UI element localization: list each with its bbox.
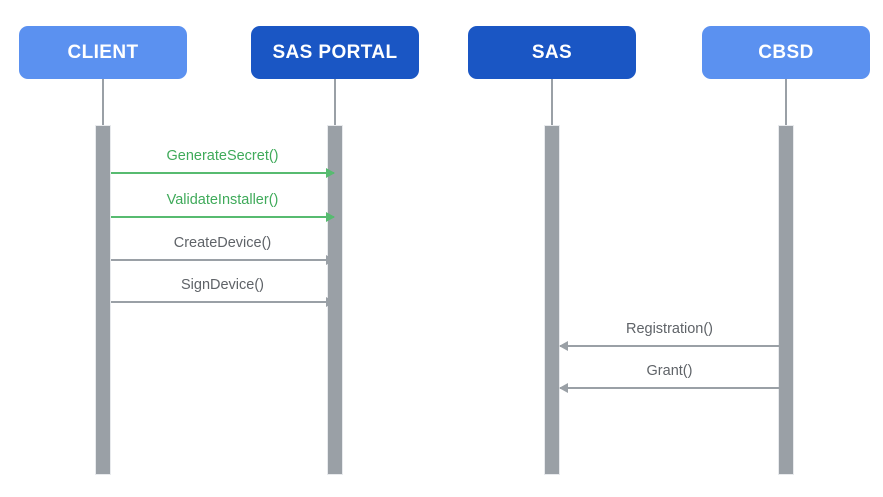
message-line xyxy=(560,387,779,389)
message-line xyxy=(111,301,334,303)
activation-bar-client xyxy=(95,125,111,475)
message-line xyxy=(111,172,334,174)
arrow-head-icon xyxy=(559,340,568,351)
activation-bar-cbsd xyxy=(778,125,794,475)
lifeline-cbsd xyxy=(785,79,787,125)
message-label: SignDevice() xyxy=(181,277,264,294)
participant-label-sas: SAS xyxy=(531,42,573,63)
activation-bar-sas xyxy=(544,125,560,475)
arrow-head-icon xyxy=(326,296,335,307)
participant-box-sas[interactable]: SAS xyxy=(468,26,636,79)
participant-box-sas-portal[interactable]: SAS PORTAL xyxy=(251,26,419,79)
participant-label-client: CLIENT xyxy=(67,42,139,63)
participant-label-sas-portal: SAS PORTAL xyxy=(272,42,398,63)
message-line xyxy=(111,216,334,218)
participant-box-client[interactable]: CLIENT xyxy=(19,26,187,79)
message-line xyxy=(111,259,334,261)
lifeline-sas xyxy=(551,79,553,125)
message-label: Grant() xyxy=(646,363,693,380)
arrow-head-icon xyxy=(326,211,335,222)
arrow-head-icon xyxy=(559,382,568,393)
lifeline-sas-portal xyxy=(334,79,336,125)
message-label: Registration() xyxy=(625,321,714,338)
message-label: GenerateSecret() xyxy=(166,148,279,165)
participant-label-cbsd: CBSD xyxy=(758,42,814,63)
message-label: CreateDevice() xyxy=(173,235,272,252)
participant-box-cbsd[interactable]: CBSD xyxy=(702,26,870,79)
message-label: ValidateInstaller() xyxy=(166,192,279,209)
message-line xyxy=(560,345,779,347)
lifeline-client xyxy=(102,79,104,125)
arrow-head-icon xyxy=(326,167,335,178)
arrow-head-icon xyxy=(326,254,335,265)
